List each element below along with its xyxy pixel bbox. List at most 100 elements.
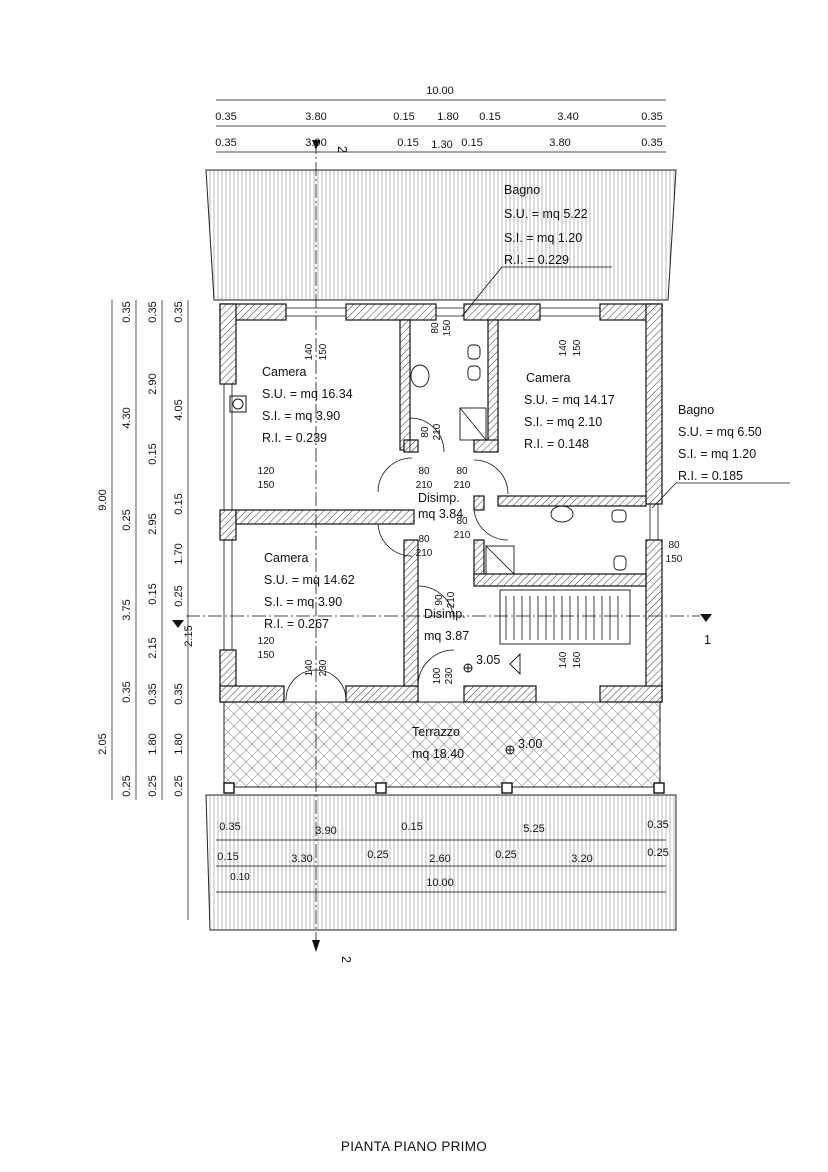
roof-bottom [205, 794, 677, 931]
dim-bot-total: 10.00 [426, 877, 454, 889]
left-dimensions: 9.00 0.35 4.30 0.25 3.75 0.35 2.05 0.25 … [97, 301, 195, 796]
room-su: S.U. = mq 14.62 [264, 573, 355, 587]
dim-left-c-2: 4.05 [173, 399, 185, 420]
w-bagno-top-b: 150 [442, 319, 453, 336]
dim-left-a-5: 0.35 [121, 681, 133, 702]
d-camera-ne-a: 80 [456, 466, 468, 477]
dim-left-a-7: 0.25 [121, 775, 133, 796]
dim-top-r2-2: 3.90 [305, 137, 326, 149]
section-lines [172, 140, 712, 952]
top-dimensions: 10.00 0.35 3.80 0.15 1.80 0.15 3.40 0.35… [215, 85, 662, 151]
w-camera-nw-left-b: 150 [258, 480, 275, 491]
d-disimp-2-a: 90 [434, 594, 445, 606]
roof-top [205, 169, 677, 301]
room-area: mq 3.87 [424, 629, 469, 643]
dim-left-b-2: 2.90 [147, 373, 159, 394]
d-camera-ne-b: 210 [454, 480, 471, 491]
dim-top-r1-1: 0.35 [215, 111, 236, 123]
d-terrazzo-b: 230 [444, 667, 455, 684]
room-disimp-1: Disimp. mq 3.84 [418, 491, 463, 521]
w-bagno-right-b: 150 [666, 554, 683, 565]
dim-top-r2-5: 0.15 [461, 137, 482, 149]
dim-bot-r2-4: 2.60 [429, 853, 450, 865]
dim-left-b-7: 0.35 [147, 683, 159, 704]
dim-left-b-3: 0.15 [147, 443, 159, 464]
drawing-title: PIANTA PIANO PRIMO [340, 1139, 488, 1154]
room-si: S.I. = mq 3.90 [264, 595, 342, 609]
room-name: Camera [264, 551, 309, 565]
room-name: Bagno [504, 183, 540, 197]
dim-bot-r2-2: 3.30 [291, 853, 312, 865]
dim-left-b-9: 0.25 [147, 775, 159, 796]
dim-left-a-2: 4.30 [121, 407, 133, 428]
dim-top-r1-3: 0.15 [393, 111, 414, 123]
dim-top-total: 10.00 [426, 85, 454, 97]
room-area: mq 3.84 [418, 507, 463, 521]
dim-top-r1-6: 3.40 [557, 111, 578, 123]
dim-top-r2-4: 1.30 [431, 139, 452, 151]
d-camera-nw-a: 80 [418, 466, 430, 477]
dim-left-total: 9.00 [97, 489, 109, 510]
d-camera-nw-b: 210 [416, 480, 433, 491]
dim-bot-r1-4: 5.25 [523, 823, 544, 835]
leader-lines [461, 266, 790, 509]
dim-top-r2-6: 3.80 [549, 137, 570, 149]
dim-bot-r1-3: 0.15 [401, 821, 422, 833]
dim-left-c-5: 0.25 [173, 585, 185, 606]
dim-top-r2-7: 0.35 [641, 137, 662, 149]
section-2-label-bottom: 2 [339, 956, 353, 963]
d-disimp-east-a: 80 [456, 516, 468, 527]
room-su: S.U. = mq 6.50 [678, 425, 762, 439]
room-si: S.I. = mq 3.90 [262, 409, 340, 423]
terrace-area [223, 701, 665, 794]
dim-left-a-1: 0.35 [121, 301, 133, 322]
dim-top-r2-3: 0.15 [397, 137, 418, 149]
room-name: Camera [262, 365, 307, 379]
dim-left-a-3: 0.25 [121, 509, 133, 530]
room-si: S.I. = mq 2.10 [524, 415, 602, 429]
room-ri: R.I. = 0.148 [524, 437, 589, 451]
dim-top-r1-7: 0.35 [641, 111, 662, 123]
d-disimp-2-b: 210 [446, 591, 457, 608]
dim-left-b-6: 2.15 [147, 637, 159, 658]
w-stair-a: 140 [558, 651, 569, 668]
dim-bot-r1-2: 3.90 [315, 825, 336, 837]
d-bagno-top-a: 80 [420, 426, 431, 438]
dim-left-c-6: 2.15 [183, 625, 195, 646]
opening-labels: 80 150 140 150 140 150 120 150 120 150 8… [258, 319, 683, 684]
w-camera-nw-left-a: 120 [258, 466, 275, 477]
d-bagno-top-b: 210 [432, 423, 443, 440]
dim-left-b-4: 2.95 [147, 513, 159, 534]
room-si: S.I. = mq 1.20 [678, 447, 756, 461]
room-terrazzo: Terrazzo mq 18.40 [412, 725, 464, 761]
w-camera-nw-top-a: 140 [304, 343, 315, 360]
w-camera-ne-top-a: 140 [558, 339, 569, 356]
w-bagno-right-a: 80 [668, 540, 680, 551]
dim-left-c-3: 0.15 [173, 493, 185, 514]
dim-left-a-4: 3.75 [121, 599, 133, 620]
room-name: Disimp. [418, 491, 460, 505]
level-disimp: 3.05 [476, 653, 500, 667]
bottom-dimensions: 0.35 3.90 0.15 5.25 0.35 0.15 3.30 0.25 … [217, 819, 668, 889]
dim-bot-r2-7: 0.25 [647, 847, 668, 859]
dim-left-c-9: 0.25 [173, 775, 185, 796]
section-1-label: 1 [704, 633, 711, 647]
level-markers: 3.05 3.00 [463, 653, 542, 755]
w-camera-sw-left-a: 120 [258, 636, 275, 647]
room-camera-ne: Camera S.U. = mq 14.17 S.I. = mq 2.10 R.… [524, 371, 615, 451]
level-terrazzo: 3.00 [518, 737, 542, 751]
room-area: mq 18.40 [412, 747, 464, 761]
room-ri: R.I. = 0.229 [504, 253, 569, 267]
dim-left-c-7: 0.35 [173, 683, 185, 704]
room-ri: R.I. = 0.239 [262, 431, 327, 445]
room-name: Terrazzo [412, 725, 460, 739]
room-ri: R.I. = 0.185 [678, 469, 743, 483]
walls [219, 303, 663, 703]
section-2-label-top: 2 [335, 146, 349, 153]
dim-top-r1-4: 1.80 [437, 111, 458, 123]
dim-bot-r2-3: 0.25 [367, 849, 388, 861]
d-camera-sw-b: 210 [416, 548, 433, 559]
room-su: S.U. = mq 16.34 [262, 387, 353, 401]
dim-bot-r2-5: 0.25 [495, 849, 516, 861]
